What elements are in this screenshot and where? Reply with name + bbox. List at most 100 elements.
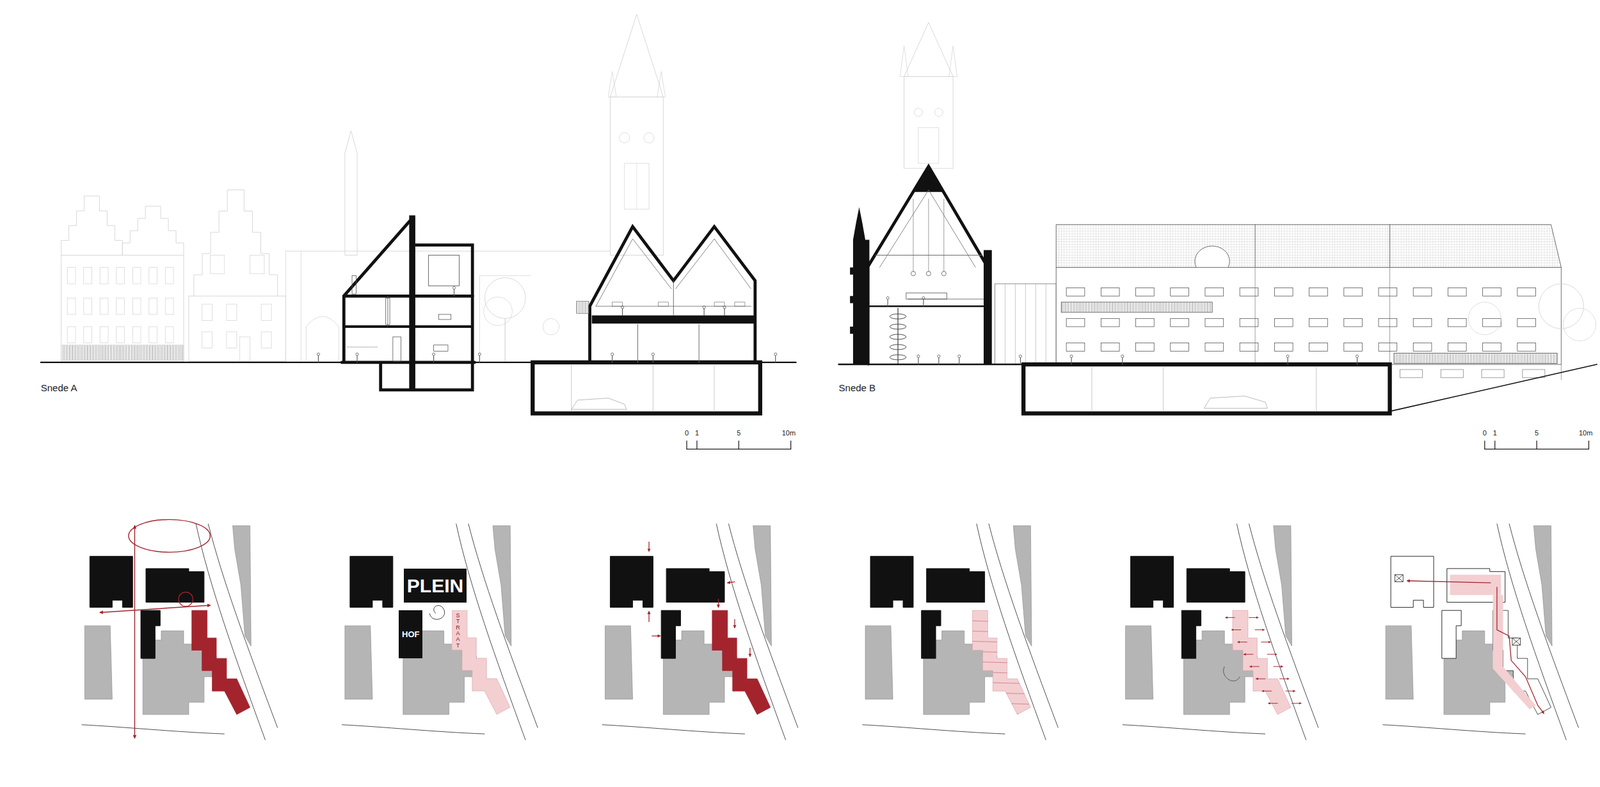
person-body: [622, 308, 623, 315]
person-figure: [1355, 354, 1359, 365]
key-building: [145, 568, 205, 603]
scale-number: 0: [1482, 428, 1487, 437]
context-line: [636, 163, 637, 210]
glass-mullion: [1035, 283, 1037, 365]
window: [1447, 343, 1467, 352]
person-head: [478, 352, 481, 356]
person-figure: [452, 286, 456, 296]
scale-tick: [696, 440, 697, 450]
key-building: [1186, 568, 1245, 603]
context-tree: [1538, 283, 1584, 329]
existing-building: [753, 525, 772, 646]
window: [1170, 288, 1190, 297]
scribble: [1223, 666, 1241, 681]
window: [1100, 318, 1120, 327]
person-head: [355, 352, 359, 356]
arrow: [648, 541, 649, 551]
pendant-lamp: [910, 271, 916, 276]
strip-shape: [451, 609, 511, 715]
person-head: [1286, 354, 1289, 358]
person-head: [702, 305, 706, 309]
context-facade: [61, 255, 184, 362]
arrow: [1244, 653, 1254, 655]
church-roof: [867, 166, 988, 268]
window: [1517, 288, 1536, 297]
existing-building: [1273, 525, 1293, 646]
person-figure: [1070, 354, 1073, 365]
person-head: [432, 352, 436, 356]
entrance-icon: [1395, 574, 1404, 582]
arrow: [1261, 641, 1271, 642]
existing-building: [865, 625, 893, 699]
context-spire: [904, 22, 954, 77]
table: [906, 292, 948, 299]
context-window: [132, 297, 141, 315]
context-window: [67, 267, 76, 285]
scale-tick: [738, 440, 740, 450]
strip-division-line: [964, 650, 1037, 653]
roof-ridge: [913, 166, 944, 192]
table: [657, 302, 669, 306]
glass-mullion: [1004, 283, 1006, 365]
window: [1136, 343, 1155, 352]
mezzanine-floor: [869, 305, 984, 307]
key-building: [1130, 556, 1174, 608]
ornament: [849, 295, 854, 303]
context-tower: [904, 76, 954, 169]
key-building: [1181, 609, 1201, 658]
strip-division-line: [964, 712, 1037, 715]
facade-division: [1389, 267, 1391, 365]
context-window: [99, 326, 109, 344]
context-spire: [344, 130, 358, 255]
context-gable: [122, 206, 184, 256]
key-building: [661, 609, 681, 658]
person-figure: [886, 296, 889, 306]
person-head: [611, 352, 614, 356]
key-building: [1390, 556, 1434, 608]
window: [1274, 318, 1293, 327]
person-head: [937, 354, 941, 358]
context-tree: [1468, 302, 1501, 335]
person-body: [922, 299, 924, 306]
person-body: [958, 357, 960, 365]
key-building: [921, 609, 941, 658]
context-window: [250, 255, 265, 274]
glass-mullion: [1015, 283, 1016, 365]
road-edge: [602, 724, 745, 734]
balcony-railing: [1393, 353, 1558, 364]
interior-object: [352, 275, 356, 294]
window: [1274, 288, 1293, 297]
road-edge: [1382, 724, 1526, 734]
window: [1170, 318, 1190, 327]
window: [1205, 288, 1224, 297]
person-body: [433, 355, 434, 363]
window-frame: [673, 280, 674, 315]
context-window: [914, 108, 923, 117]
person-body: [1071, 357, 1072, 365]
church-pinnacle: [853, 207, 870, 365]
window: [1100, 343, 1120, 352]
window: [1100, 288, 1120, 297]
arrow: [652, 634, 661, 636]
person-body: [611, 355, 613, 363]
window: [1136, 318, 1155, 327]
key-building: [870, 556, 914, 608]
window: [1066, 343, 1085, 352]
balcony: [576, 300, 589, 313]
arrow: [1285, 690, 1295, 692]
context-window: [202, 331, 213, 349]
context-pinnacle: [899, 46, 909, 77]
new-building: [1232, 609, 1291, 715]
person-figure: [478, 352, 481, 363]
context-window: [83, 326, 93, 344]
person-head: [316, 352, 320, 356]
person-head: [1121, 354, 1124, 358]
scale-number: 0: [684, 428, 689, 437]
entrance-icon: [1512, 637, 1521, 645]
site-diagram: [81, 519, 278, 740]
table: [612, 302, 623, 306]
context-elevation: [61, 14, 666, 361]
person-body: [1020, 357, 1021, 365]
existing-building: [1533, 525, 1552, 646]
arrow: [1225, 616, 1235, 618]
